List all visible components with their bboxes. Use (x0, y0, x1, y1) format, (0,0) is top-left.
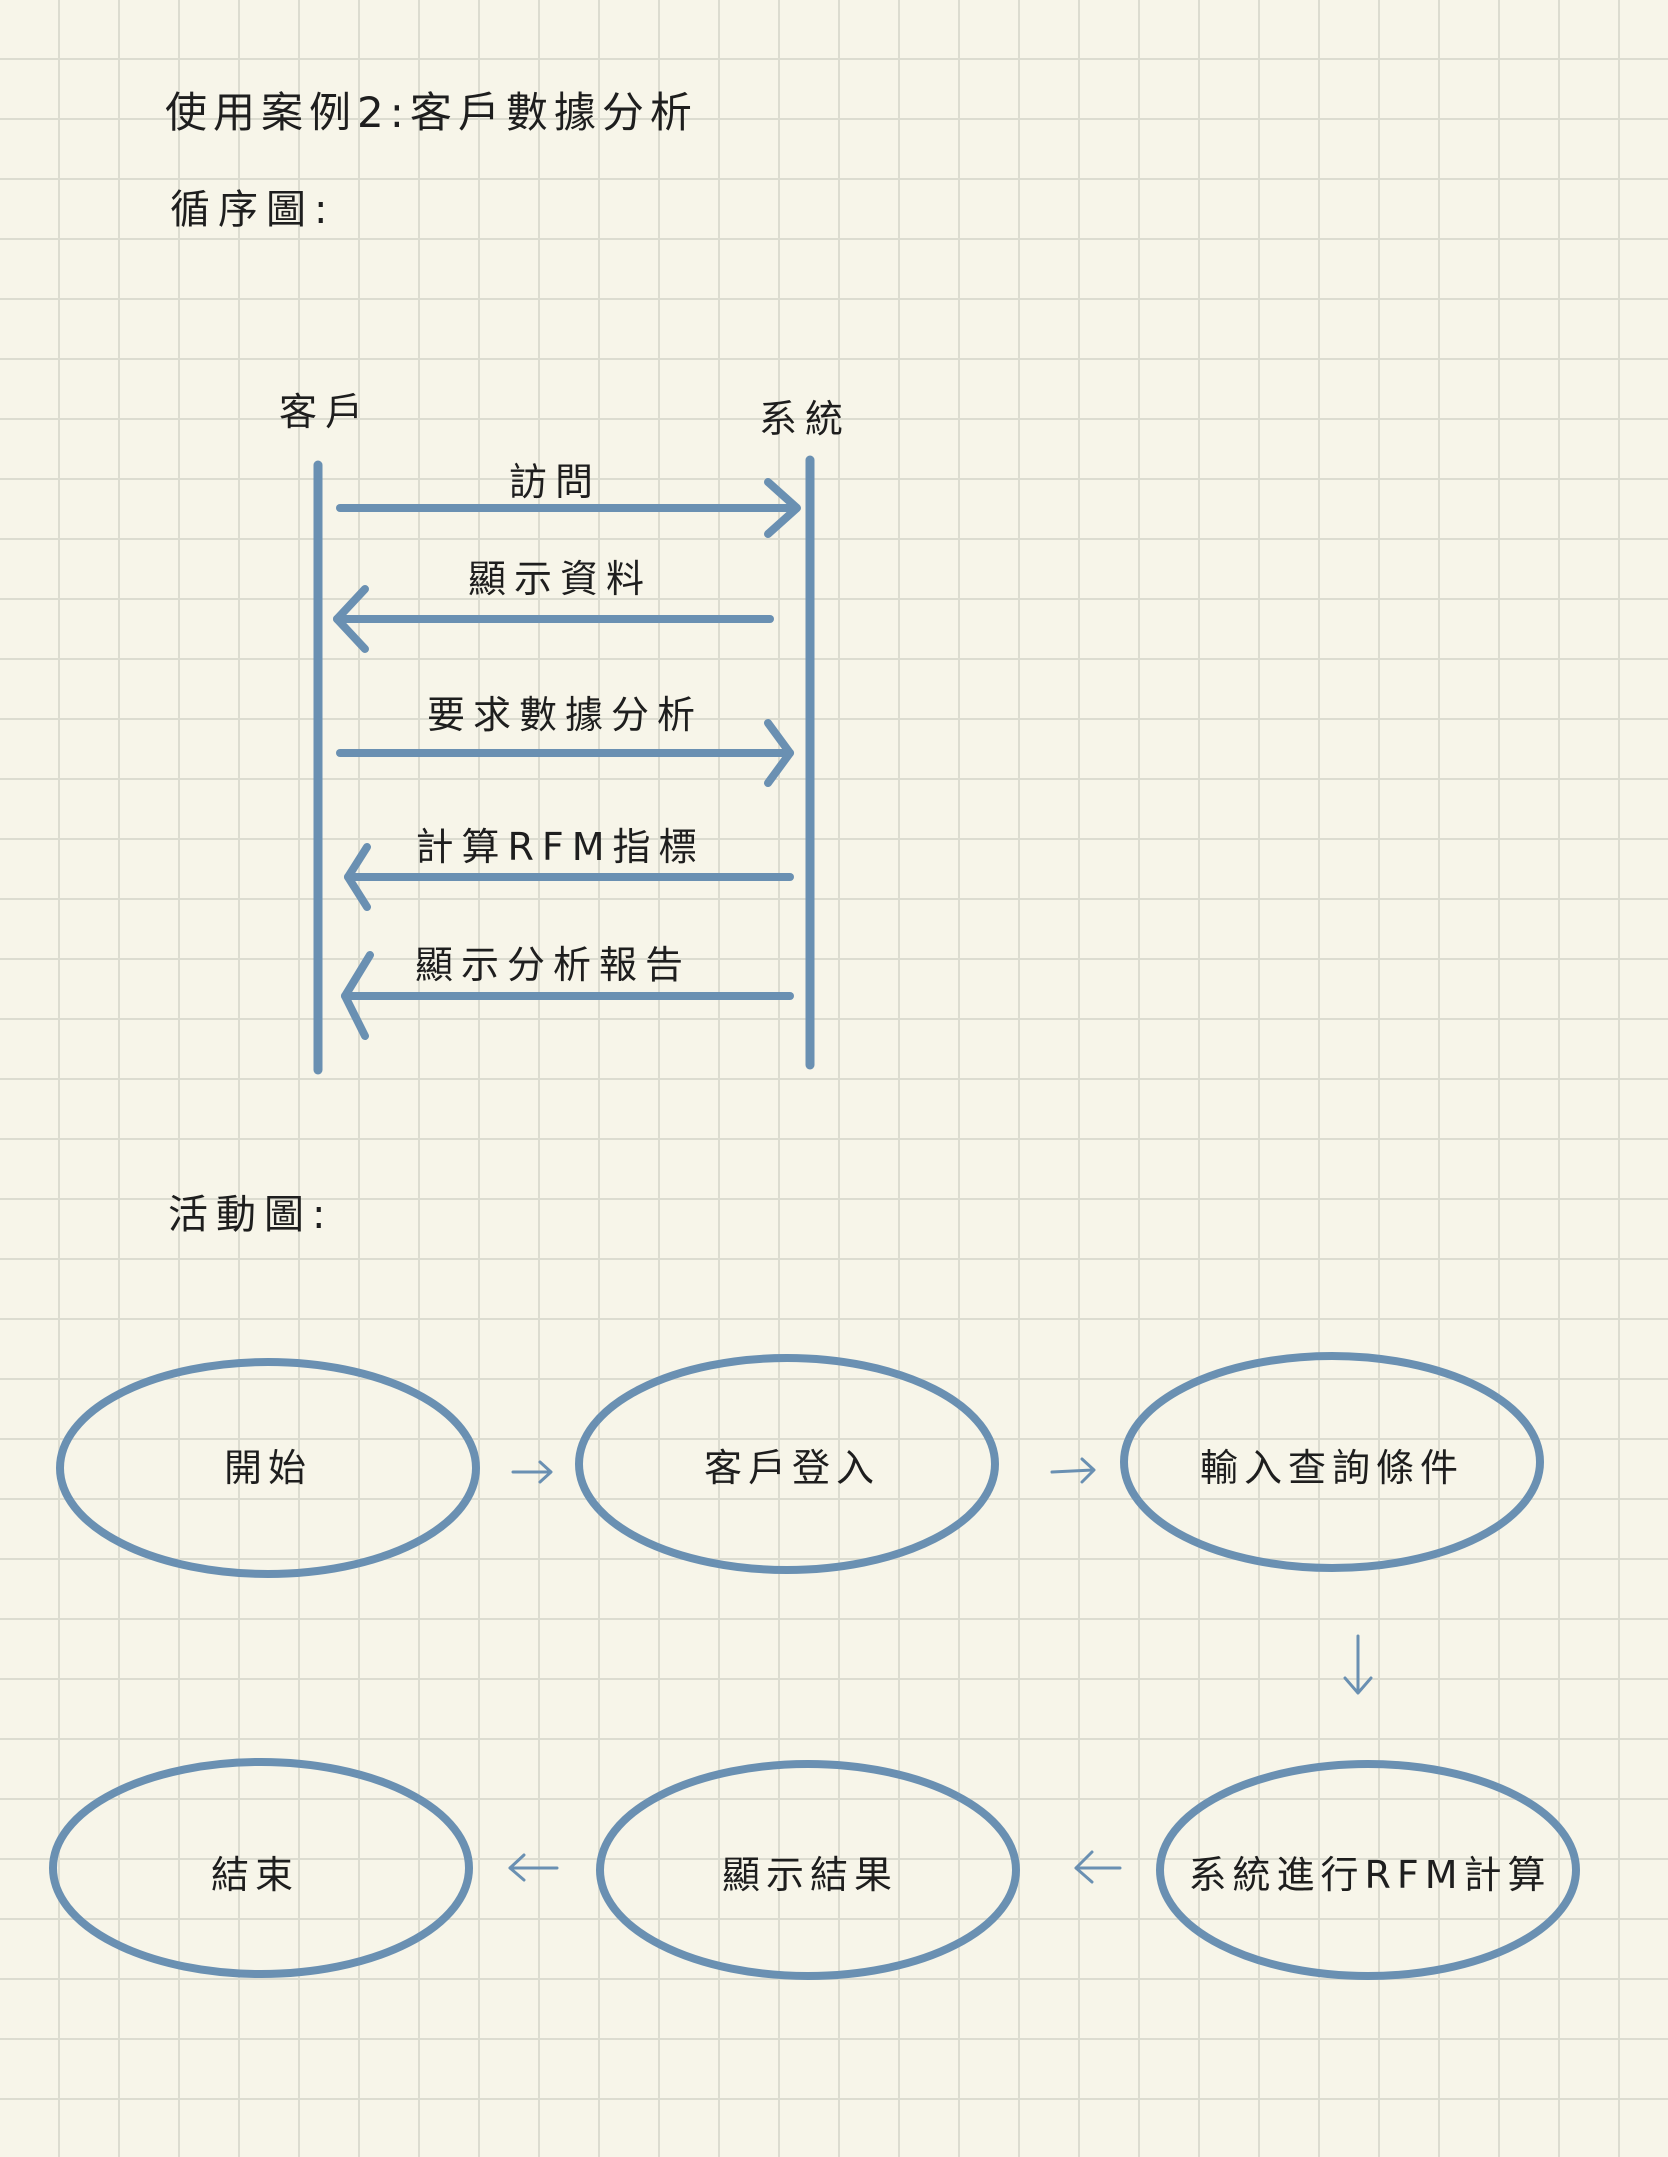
node-ellipse (1120, 1352, 1544, 1572)
node-ellipse (49, 1758, 473, 1978)
node-ellipse (596, 1760, 1020, 1980)
page-title: 使用案例2:客戶數據分析 (165, 88, 698, 137)
sequence-diagram: 客戶 系統 訪問 顯示資料 要求數據分析 計算RFM指標 (279, 390, 851, 1075)
node-label: 客戶登入 (704, 1446, 880, 1490)
message-label: 顯示資料 (468, 557, 652, 601)
node-ellipse (575, 1354, 999, 1574)
activity-node-end: 結束 (49, 1758, 473, 1978)
node-label: 系統進行RFM計算 (1188, 1853, 1551, 1897)
activity-diagram-heading: 活動圖: (168, 1192, 334, 1238)
node-label: 顯示結果 (722, 1853, 898, 1897)
actor-system-label: 系統 (759, 397, 851, 441)
activity-node-login: 客戶登入 (575, 1354, 999, 1574)
flow-arrow-start-to-login (511, 1460, 553, 1484)
arrow-head-right-icon (764, 719, 794, 787)
activity-node-show-result: 顯示結果 (596, 1760, 1020, 1980)
flow-arrow-rfm-to-result (1074, 1850, 1122, 1884)
message-label: 訪問 (509, 460, 601, 504)
arrow-head-left-icon (344, 843, 371, 911)
activity-node-rfm-compute: 系統進行RFM計算 (1156, 1760, 1580, 1980)
node-label: 開始 (224, 1446, 312, 1490)
sequence-diagram-heading: 循序圖: (170, 187, 336, 233)
node-ellipse (1156, 1760, 1580, 1980)
message-show-data: 顯示資料 (333, 557, 774, 653)
flow-arrow-login-to-input (1050, 1457, 1096, 1484)
node-label: 輸入查詢條件 (1200, 1446, 1464, 1490)
message-request-analysis: 要求數據分析 (336, 693, 794, 787)
arrow-head-left-icon (333, 585, 369, 653)
activity-node-input-query: 輸入查詢條件 (1120, 1352, 1544, 1572)
arrow-head-left-icon (341, 951, 374, 1040)
message-label: 顯示分析報告 (415, 943, 691, 987)
flow-arrow-result-to-end (508, 1853, 559, 1882)
message-show-report: 顯示分析報告 (341, 943, 794, 1040)
activity-diagram: 開始 客戶登入 輸入查詢條件 系統進行RFM計算 顯示結果 結束 (49, 1352, 1580, 1980)
node-ellipse (56, 1358, 480, 1578)
message-visit: 訪問 (336, 460, 801, 538)
actor-client-label: 客戶 (279, 390, 371, 434)
message-compute-rfm: 計算RFM指標 (344, 825, 794, 911)
arrow-head-right-icon (764, 478, 801, 538)
flow-arrow-input-to-rfm (1343, 1634, 1373, 1695)
activity-node-start: 開始 (56, 1358, 480, 1578)
message-label: 計算RFM指標 (415, 825, 704, 869)
node-label: 結束 (211, 1853, 299, 1897)
message-label: 要求數據分析 (427, 693, 703, 737)
